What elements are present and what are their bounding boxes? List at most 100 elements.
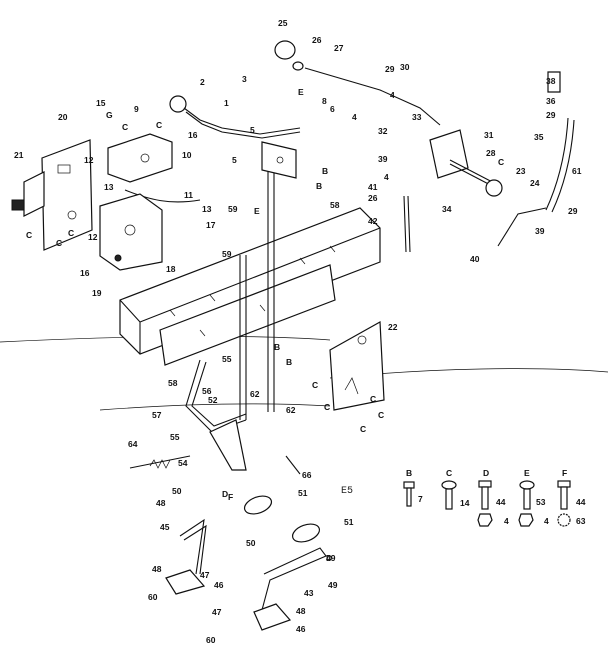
callout-nE1: E	[298, 87, 304, 97]
callout-n60a: 60	[148, 592, 158, 602]
arm-35	[545, 117, 575, 213]
callout-n2: 2	[200, 77, 205, 87]
callout-n3: 3	[242, 74, 247, 84]
callout-n62a: 62	[250, 389, 260, 399]
cylinder-38	[547, 71, 561, 93]
callout-n40: 40	[470, 254, 480, 264]
callout-n58a: 58	[168, 378, 178, 388]
callout-n26b: 26	[368, 193, 378, 203]
callout-n61: 61	[572, 166, 582, 176]
hardware-letter-b: B	[406, 468, 412, 478]
shift-lever-1	[169, 95, 301, 139]
callout-n5b: 5	[250, 125, 255, 135]
callout-n50b: 50	[246, 538, 256, 548]
callout-n11: 11	[184, 190, 193, 200]
callout-n33: 33	[412, 112, 422, 122]
bracket-10	[107, 133, 173, 183]
callout-n28: 28	[486, 148, 496, 158]
callout-n29b: 29	[546, 110, 556, 120]
callout-nD1: D	[222, 489, 228, 499]
bracket-34	[429, 129, 503, 197]
callout-n16b: 16	[80, 268, 90, 278]
callout-nC3: C	[26, 230, 32, 240]
callout-n8: 8	[322, 96, 327, 106]
callout-nC5: C	[68, 228, 74, 238]
callout-n27: 27	[334, 43, 344, 53]
disk-51-upper	[243, 495, 273, 515]
callout-n29c: 29	[568, 206, 578, 216]
rod-40	[497, 207, 547, 247]
callout-nC10: C	[324, 402, 330, 412]
callout-n49a: 49	[328, 580, 338, 590]
callout-n21: 21	[14, 150, 24, 160]
callout-n23: 23	[516, 166, 526, 176]
callout-n35: 35	[534, 132, 544, 142]
hardware-part-d: 44	[496, 497, 506, 507]
bracket-5	[261, 141, 297, 179]
callout-nC9: C	[378, 410, 384, 420]
callout-nG1: G	[106, 110, 113, 120]
callout-n58b: 58	[330, 200, 340, 210]
callout-n9: 9	[134, 104, 139, 114]
callout-n64: 64	[128, 439, 138, 449]
callout-n59a: 59	[228, 204, 238, 214]
callout-n5: 5	[232, 155, 237, 165]
callout-nC8: C	[360, 424, 366, 434]
callout-n38: 38	[546, 76, 556, 86]
callout-n48a: 48	[152, 564, 162, 574]
callout-n48b: 48	[156, 498, 166, 508]
hardware-bolt-d: D 44 4	[477, 468, 509, 527]
callout-nB1: B	[322, 166, 328, 176]
hardware-letter-c: C	[446, 468, 452, 478]
callout-nC1: C	[122, 122, 128, 132]
callout-n55a: 55	[222, 354, 232, 364]
cable-11	[124, 189, 201, 203]
callout-n66: 66	[302, 470, 312, 480]
rod-27	[304, 67, 441, 126]
callout-n6: 6	[330, 104, 335, 114]
callout-n51a: 51	[298, 488, 308, 498]
vertical-rods	[239, 148, 275, 420]
callout-n46a: 46	[214, 580, 224, 590]
callout-n47a: 47	[200, 570, 210, 580]
callout-n19: 19	[92, 288, 102, 298]
callout-n59b: 59	[222, 249, 232, 259]
callout-n20: 20	[58, 112, 68, 122]
callout-nE2: E	[254, 206, 260, 216]
hardware-key: B 7 C 14 D 44 4 E 53 4 F	[403, 468, 586, 527]
callout-n32: 32	[378, 126, 388, 136]
arm-45	[165, 518, 207, 595]
spring-42	[403, 195, 411, 253]
callout-n17: 17	[206, 220, 216, 230]
callout-n47b: 47	[212, 607, 222, 617]
callout-n1: 1	[224, 98, 229, 108]
bracket-54	[209, 419, 247, 471]
callout-n10: 10	[182, 150, 192, 160]
callout-n42: 42	[368, 216, 378, 226]
callout-nC11: C	[498, 157, 504, 167]
hardware-letter-e: E	[524, 468, 530, 478]
callout-n50a: 50	[172, 486, 182, 496]
callout-n12a: 12	[84, 155, 94, 165]
callout-n16a: 16	[188, 130, 198, 140]
scan-line-mid	[99, 403, 331, 411]
callout-n12b: 12	[88, 232, 98, 242]
hardware-part-e: 53	[536, 497, 546, 507]
callout-n13a: 13	[104, 182, 114, 192]
callout-n34: 34	[442, 204, 452, 214]
hardware-bolt-b: B 7	[403, 468, 423, 507]
callout-n43: 43	[304, 588, 314, 598]
callout-n51b: 51	[344, 517, 354, 527]
disk-51-lower	[291, 523, 321, 543]
plate-16	[99, 193, 163, 271]
callout-n48c: 48	[296, 606, 306, 616]
hardware-bolt-f: F 44 63	[557, 468, 586, 527]
callout-n25: 25	[278, 18, 288, 28]
callout-n15: 15	[96, 98, 106, 108]
callout-nC6: C	[312, 380, 318, 390]
callout-n46b: 46	[296, 624, 306, 634]
hardware-bolt-c: C 14	[441, 468, 470, 510]
callout-n24: 24	[530, 178, 540, 188]
hardware-letter-d: D	[483, 468, 489, 478]
